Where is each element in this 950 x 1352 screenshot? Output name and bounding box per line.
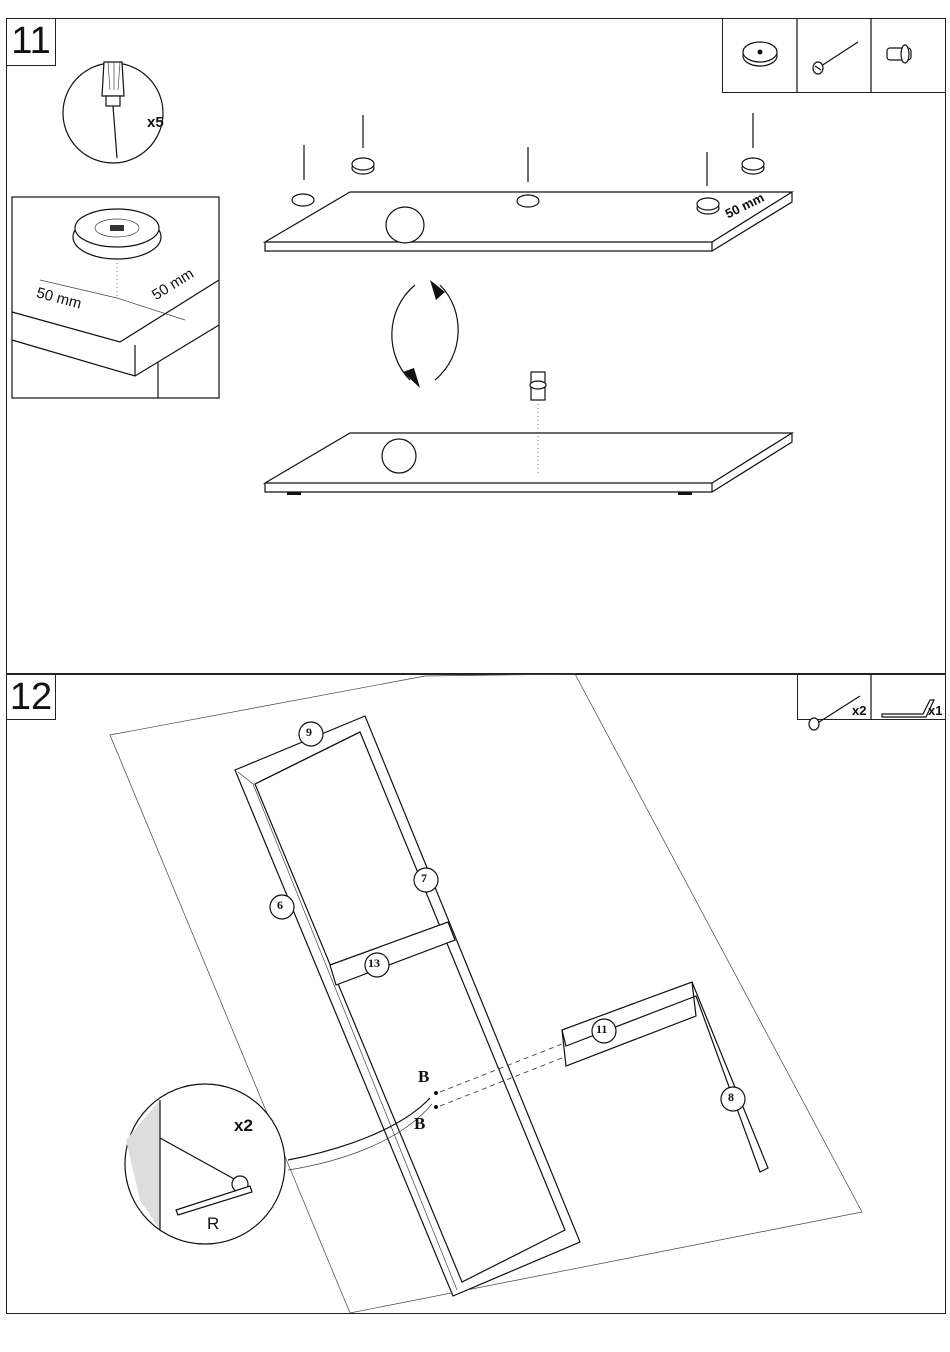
screw-detail [125,1084,285,1244]
connector-label-b-bottom: B [414,1114,425,1134]
detail-tool-r: R [207,1214,219,1234]
panel-number-13: 13 [368,956,380,971]
panel-number-8: 8 [728,1090,734,1105]
allen-key-qty: x1 [928,703,942,718]
cabinet-frame [235,716,768,1296]
connector-label-b-top: B [418,1067,429,1087]
panel-number-9: 9 [306,725,312,740]
panel-number-6: 6 [277,898,283,913]
detail-qty: x2 [234,1116,253,1136]
allen-key-icon [882,700,934,717]
panel-number-11: 11 [596,1022,607,1037]
screw-qty: x2 [852,703,866,718]
panel-number-7: 7 [421,871,427,886]
